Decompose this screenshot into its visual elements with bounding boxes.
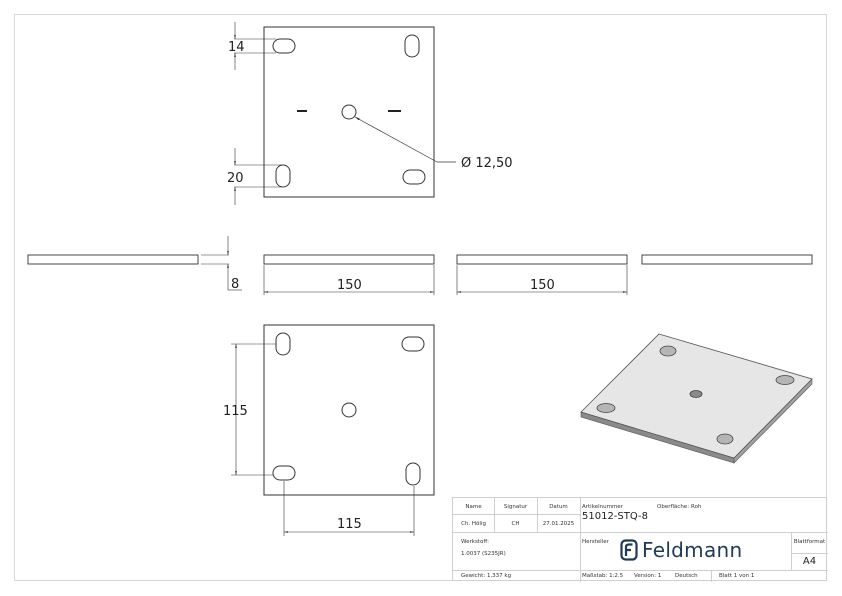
top-view: Ø 12,50 14 20 [227, 22, 513, 205]
surface-value: Roh [691, 504, 702, 510]
weight: Gewicht: 1,337 kg [461, 573, 512, 579]
slot-hole-top-right [401, 336, 425, 352]
slot-width-dimension: 14 [228, 40, 245, 55]
slot-hole-bottom-right [405, 462, 421, 486]
slot-hole-top-left [275, 332, 291, 356]
language: Deutsch [675, 573, 698, 579]
back-view [641, 254, 813, 265]
width-dimension-front: 150 [337, 278, 362, 293]
side-view-left [27, 254, 199, 265]
brand-name: Feldmann [642, 538, 743, 562]
slot-hole-bottom-left [272, 465, 296, 481]
article-number: 51012-STQ-8 [582, 511, 648, 522]
title-block: Name Signatur Datum Ch. Hölig CH 27.01.2… [452, 497, 828, 582]
scale: Maßstab: 1:2.5 [582, 573, 624, 579]
manufacturer-label: Hersteller [582, 539, 609, 545]
thickness-dimension: 8 [231, 277, 239, 292]
material-value: 1.0037 (S235JR) [461, 551, 506, 557]
slot-hole-top-left [272, 38, 296, 54]
drawing-date: 27.01.2025 [542, 521, 575, 527]
surface-label: Oberfläche: [657, 504, 690, 510]
horizontal-spacing-dimension: 115 [337, 517, 362, 532]
sheet-format-label: Blattformat [793, 539, 826, 545]
header-signature: Signatur [503, 504, 528, 510]
center-hole [341, 104, 357, 120]
brand-logo: Feldmann [620, 538, 742, 562]
bottom-view: 115 115 [223, 324, 435, 536]
drafter-name: Ch. Hölig [461, 521, 486, 527]
slot-hole-bottom-right [402, 169, 426, 185]
version: Version: 1 [634, 573, 662, 579]
slot-length-dimension: 20 [227, 171, 244, 186]
header-date: Datum [549, 504, 568, 510]
feldmann-logo-icon [620, 539, 638, 561]
center-hole [341, 402, 357, 418]
material-label: Werkstoff: [461, 539, 489, 545]
side-views: 8 150 150 [27, 236, 813, 295]
article-number-label: Artikelnummer [582, 504, 623, 510]
front-view [263, 254, 435, 265]
header-name: Name [465, 504, 482, 510]
isometric-view [580, 333, 813, 464]
width-dimension-side: 150 [530, 278, 555, 293]
vertical-spacing-dimension: 115 [223, 404, 248, 419]
right-view [456, 254, 628, 265]
slot-hole-bottom-left [275, 164, 291, 188]
diameter-label: Ø 12,50 [461, 156, 513, 171]
drafter-signature: CH [511, 521, 520, 527]
sheet-format-value: A4 [802, 556, 817, 567]
sheet-border [14, 14, 827, 581]
sheet-number: Blatt 1 von 1 [719, 573, 755, 579]
slot-hole-top-right [404, 34, 420, 58]
